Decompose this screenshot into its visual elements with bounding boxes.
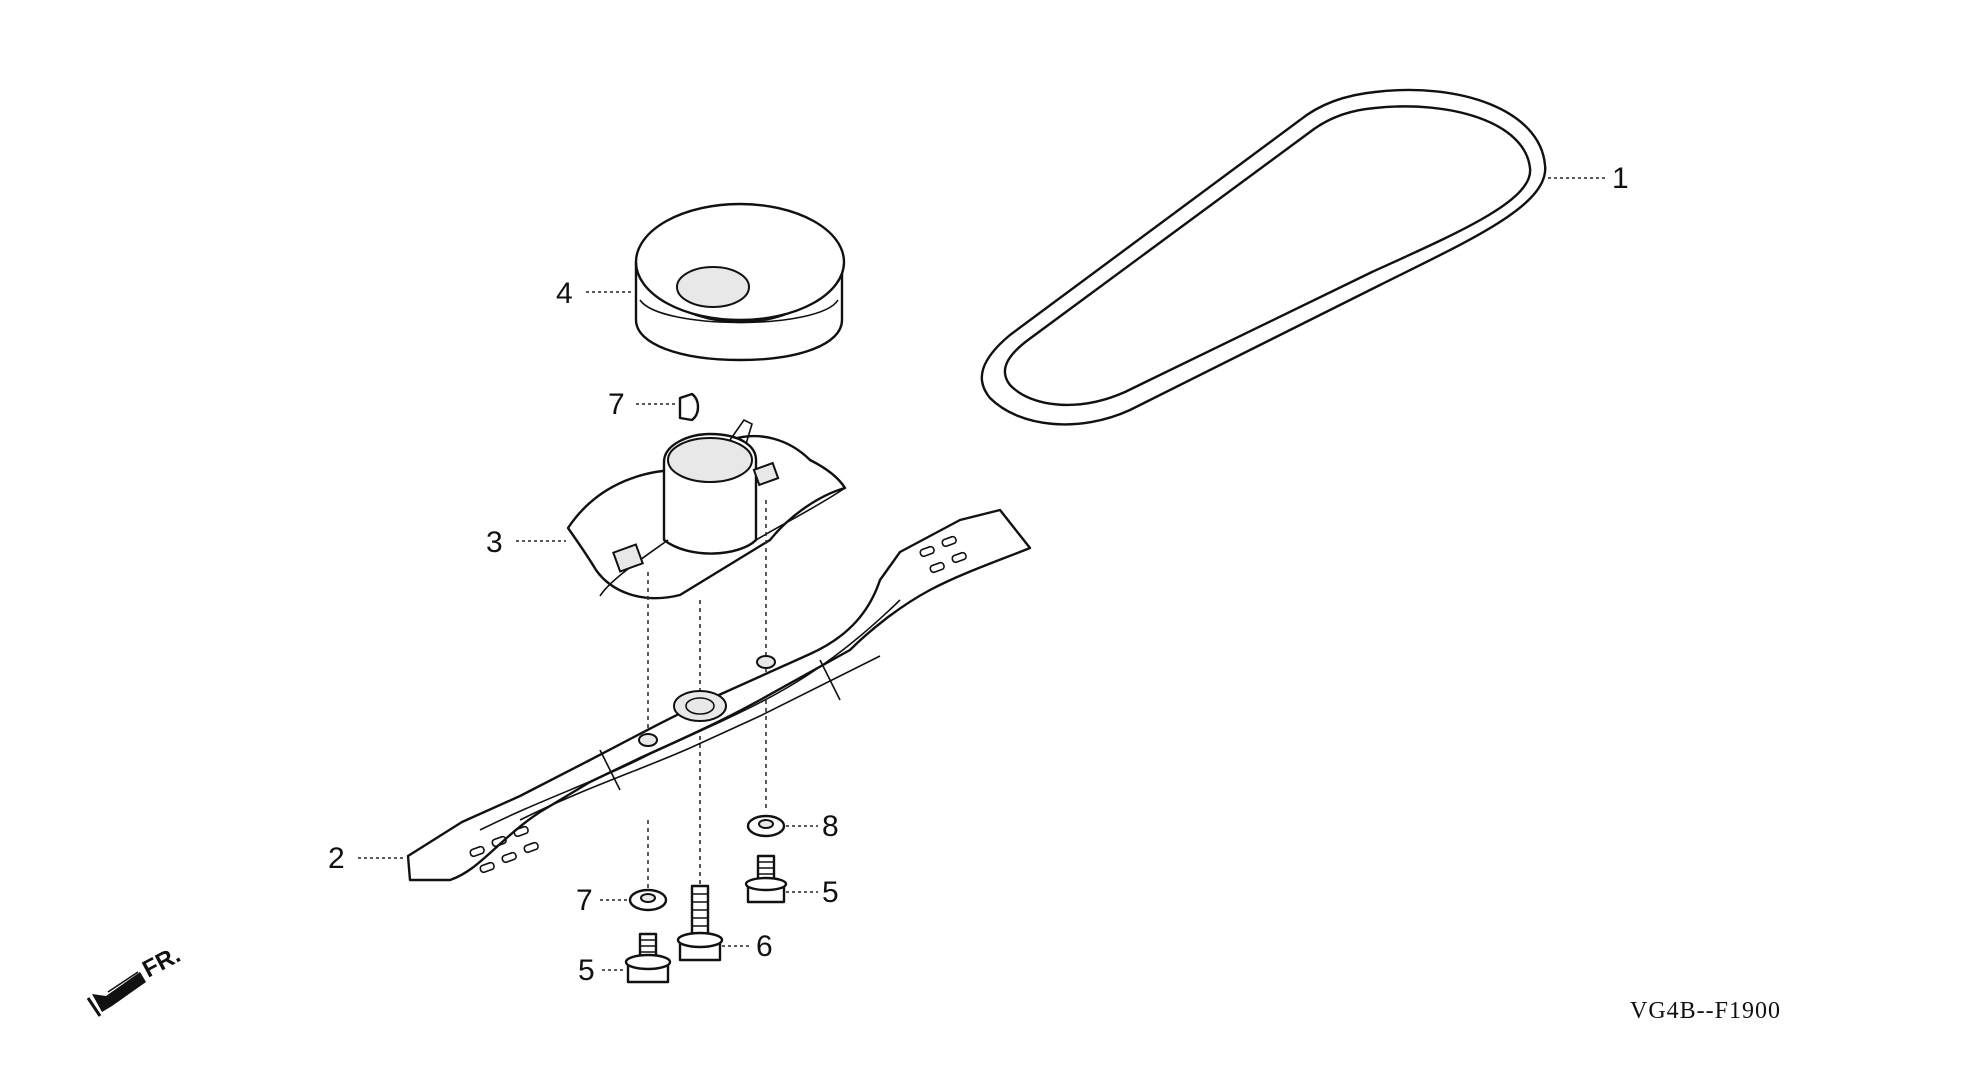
flange-bolt — [744, 854, 788, 904]
woodruff-key — [678, 392, 700, 422]
callout-5-right: 5 — [822, 876, 839, 909]
callout-4: 4 — [556, 277, 573, 310]
callout-1: 1 — [1612, 162, 1629, 195]
flange-bolt — [624, 932, 672, 984]
drawing-code: VG4B--F1900 — [1630, 998, 1781, 1024]
center-bolt — [676, 884, 724, 962]
washer — [628, 888, 668, 912]
v-belt — [980, 88, 1547, 426]
blade-holder — [566, 418, 847, 600]
callout-7-right: 8 — [822, 810, 839, 843]
callout-6: 6 — [756, 930, 773, 963]
callout-5-left: 5 — [578, 954, 595, 987]
front-arrow-icon — [86, 971, 146, 1017]
front-indicator: FR. — [138, 941, 185, 983]
washer — [746, 814, 786, 838]
callout-2: 2 — [328, 842, 345, 875]
callout-3: 3 — [486, 526, 503, 559]
callout-7-left: 7 — [576, 884, 593, 917]
callout-8: 7 — [608, 388, 625, 421]
rotary-blade — [406, 508, 1032, 882]
pulley — [634, 202, 846, 362]
